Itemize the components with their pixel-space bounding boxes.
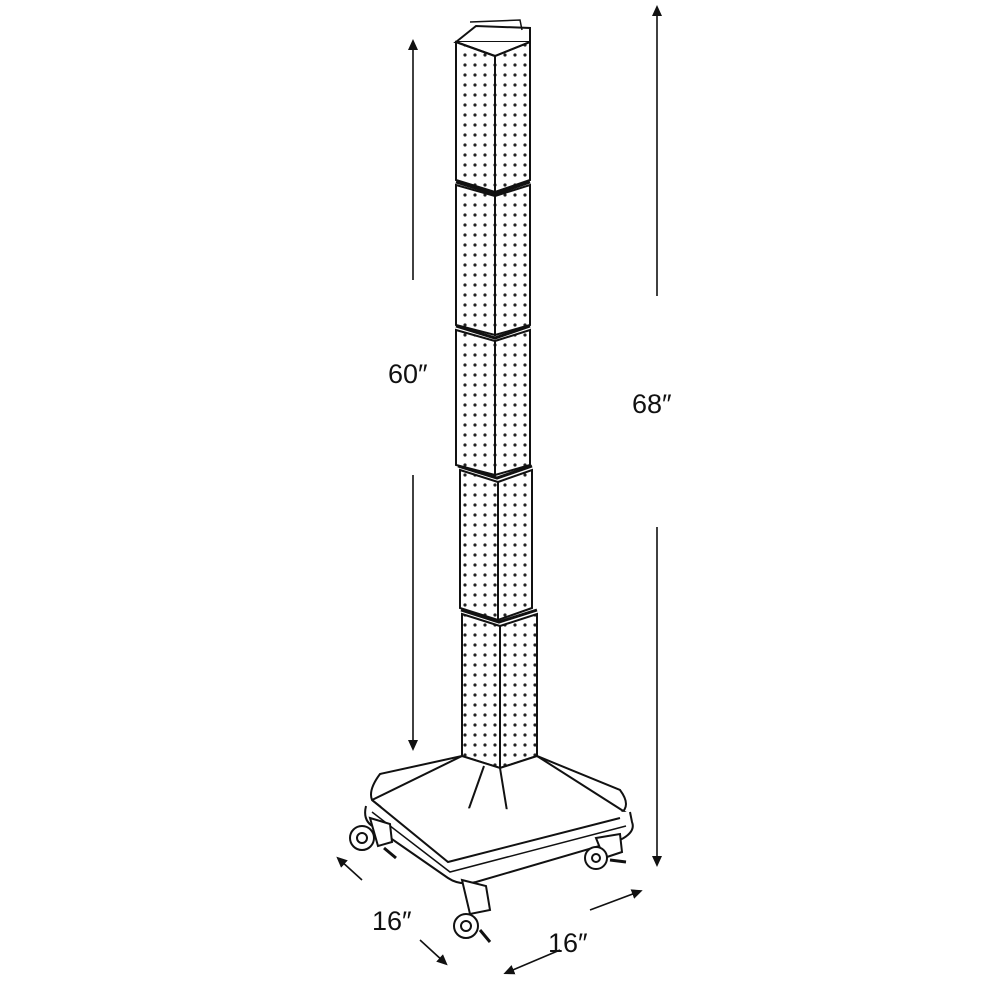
- pegboard-tower: [453, 19, 538, 770]
- dimension-width-line: [503, 889, 643, 975]
- label-overall-height: 68″: [632, 389, 672, 419]
- pegboard-panel-2: [455, 180, 531, 337]
- pegboard-panel-3: [455, 324, 531, 477]
- caster-wheel-right: [584, 832, 627, 870]
- pegboard-panel-5: [460, 608, 538, 770]
- pegboard-panel-4: [457, 464, 533, 622]
- label-pegboard-height: 60″: [388, 359, 428, 389]
- pegboard-panel-1: [455, 40, 531, 194]
- label-base-depth: 16″: [372, 906, 412, 936]
- dimension-depth-line: [336, 856, 448, 966]
- label-base-width: 16″: [548, 928, 588, 958]
- caster-wheel-front: [453, 878, 492, 943]
- caster-wheel-left: [349, 816, 397, 860]
